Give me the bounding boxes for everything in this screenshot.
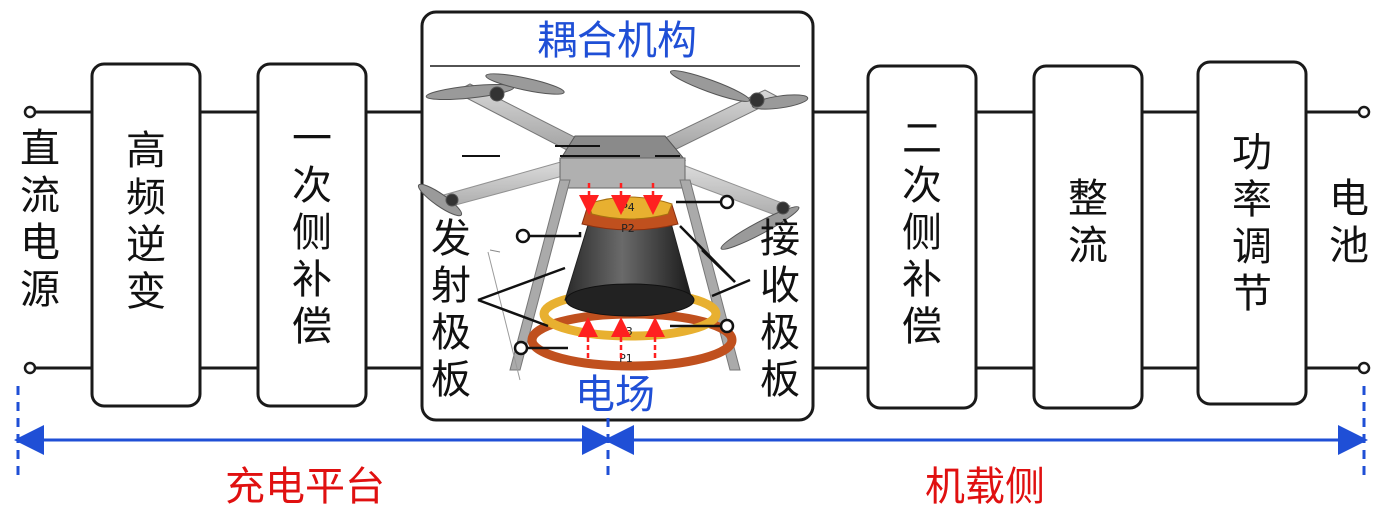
electric-field-label: 电场 — [575, 372, 655, 418]
terminals — [23, 105, 1371, 375]
power-regulation-block: 功率调节 — [1196, 60, 1308, 406]
plate-tag-p1: P1 — [619, 352, 633, 365]
input-label: 直流电源 — [20, 126, 60, 313]
ground-section-label: 充电平台 — [225, 464, 385, 510]
onboard-section-label: 机载侧 — [925, 464, 1045, 510]
drone-illustration: P4 P2 P3 P1 — [417, 70, 809, 381]
output-label: 电池 — [1329, 176, 1369, 269]
input-terminal-bottom — [23, 361, 37, 375]
circuit-wires — [32, 110, 1362, 370]
propeller-right — [720, 201, 800, 250]
receiver-plate-label: 接收极板 — [760, 216, 800, 403]
rectifier-label: 整流 — [1068, 176, 1108, 269]
coupler-title: 耦合机构 — [537, 18, 697, 64]
label-pointers — [477, 225, 751, 328]
inverter-label: 高频逆变 — [126, 128, 166, 315]
output-terminal-top — [1357, 105, 1371, 119]
primary-compensation-block: 一次侧补偿 — [256, 62, 368, 408]
propeller-top-right — [669, 70, 809, 110]
plate-tag-p2: P2 — [621, 222, 635, 235]
transmitter-plate-label: 发射极板 — [431, 216, 471, 403]
plate-leads — [527, 200, 722, 350]
plate-tag-p4: P4 — [621, 201, 635, 214]
coupling-mechanism: 耦合机构 — [417, 10, 815, 422]
input-terminal-top — [23, 105, 37, 119]
secondary-compensation-label: 二次侧补偿 — [902, 116, 942, 350]
rectifier-block: 整流 — [1032, 64, 1144, 410]
inverter-block: 高频逆变 — [90, 62, 202, 408]
secondary-compensation-block: 二次侧补偿 — [866, 64, 978, 410]
electric-field-arrows — [578, 183, 665, 358]
propeller-left — [417, 183, 463, 217]
section-dividers — [16, 386, 1366, 476]
primary-compensation-label: 一次侧补偿 — [292, 116, 332, 350]
output-terminal-bottom — [1357, 361, 1371, 375]
propeller-top-left — [425, 73, 565, 102]
power-regulation-label: 功率调节 — [1232, 130, 1272, 317]
